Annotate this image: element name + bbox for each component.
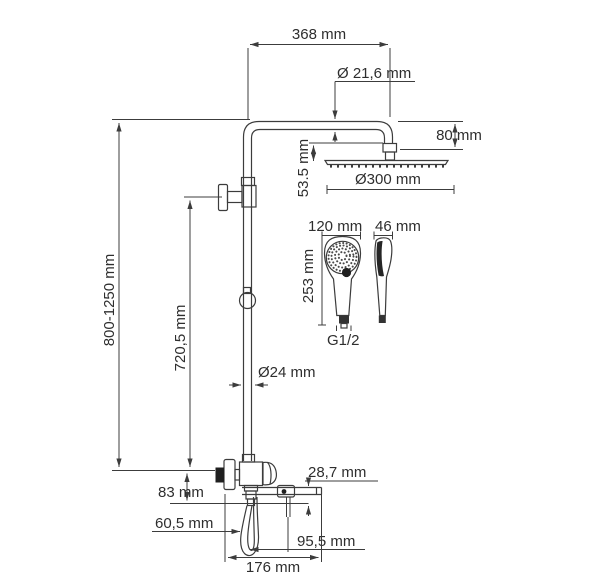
- dim-label-column-height-range: 800-1250 mm: [101, 254, 118, 347]
- dim-bracket-to-base: 720,5 mm: [172, 196, 222, 467]
- dim-column-height-range: 800-1250 mm: [101, 119, 250, 471]
- dim-label-thread: G1/2: [327, 332, 360, 349]
- dim-label-head-drop: 80 mm: [436, 127, 482, 144]
- head-connector: [382, 142, 398, 153]
- dim-label-head-assembly-height: 53.5 mm: [295, 139, 312, 197]
- dim-label-arm-pipe-diameter: Ø 21,6 mm: [337, 65, 411, 82]
- dim-label-bracket-to-base: 720,5 mm: [172, 305, 189, 372]
- dim-label-arm-width: 368 mm: [292, 26, 346, 43]
- dim-handset-width: 120 mm: [308, 218, 362, 240]
- head-nozzles: [330, 165, 444, 168]
- side-spray-face: [376, 240, 384, 277]
- mixer-body: [238, 461, 264, 487]
- wall-bracket: [217, 183, 257, 212]
- overhead-shower-head: [323, 142, 450, 168]
- dim-label-handset-width: 120 mm: [308, 218, 362, 235]
- dim-mixer-drop: 83 mm: [158, 473, 204, 501]
- dim-bar-offset: 28,7 mm: [170, 464, 378, 516]
- dim-hose-offset: 60,5 mm: [152, 515, 240, 535]
- dim-label-mixer-drop: 83 mm: [158, 484, 204, 501]
- dim-head-assembly-height: 53.5 mm: [295, 139, 383, 197]
- dim-arm-width: 368 mm: [247, 26, 391, 119]
- wall-connection: [215, 467, 224, 483]
- holder-bar: [242, 484, 323, 517]
- spray-nozzle-dots: [327, 242, 358, 272]
- dim-head-diameter: Ø300 mm: [326, 171, 455, 194]
- dim-column-diameter: Ø24 mm: [229, 364, 316, 388]
- dim-arm-pipe-diameter: Ø 21,6 mm: [332, 65, 415, 142]
- mixer-handle: [262, 461, 277, 486]
- hand-shower-side-view: [374, 237, 393, 323]
- dim-label-base-width: 176 mm: [246, 559, 300, 573]
- handset-connector: [339, 315, 349, 324]
- hand-shower-front-view: [323, 235, 362, 329]
- dim-label-handset-length: 253 mm: [300, 249, 317, 303]
- dim-bar-length: 95,5 mm: [250, 517, 365, 553]
- dim-handset-length: 253 mm: [300, 235, 326, 326]
- slider-knob: [238, 286, 257, 310]
- mixer-assembly: [215, 453, 277, 507]
- dim-label-column-diameter: Ø24 mm: [258, 364, 316, 381]
- dim-thread: G1/2: [327, 325, 360, 349]
- dim-label-bar-offset: 28,7 mm: [308, 464, 366, 481]
- dim-head-drop: 80 mm: [398, 121, 482, 150]
- dim-base-width: 176 mm: [224, 494, 322, 573]
- mixer-wall-flange: [223, 458, 236, 491]
- dim-handset-depth: 46 mm: [373, 218, 421, 240]
- head-plate: [323, 159, 450, 166]
- dim-label-head-diameter: Ø300 mm: [355, 171, 421, 188]
- dim-label-bar-length: 95,5 mm: [297, 533, 355, 550]
- spray-mode-button: [341, 267, 352, 278]
- dim-label-handset-depth: 46 mm: [375, 218, 421, 235]
- dim-label-hose-offset: 60,5 mm: [155, 515, 213, 532]
